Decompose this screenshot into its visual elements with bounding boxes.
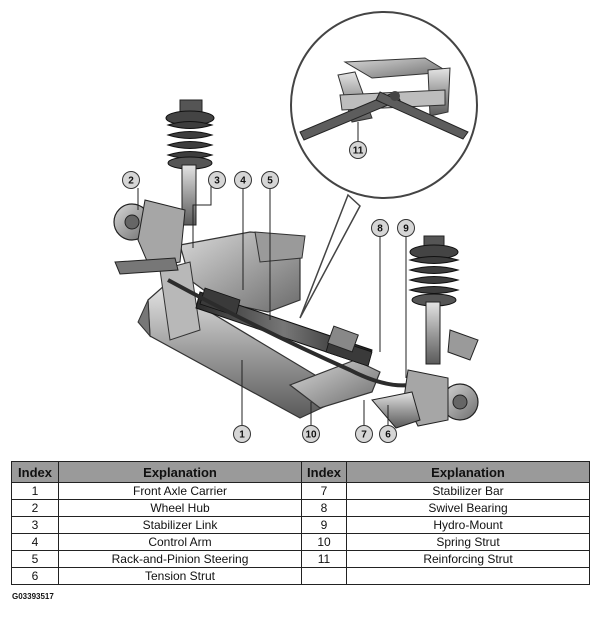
explanation-cell: Rack-and-Pinion Steering [58, 550, 302, 568]
callout-circle [261, 171, 279, 189]
callout-circle [208, 171, 226, 189]
callout-9: 9 [397, 219, 415, 237]
callout-number: 6 [385, 430, 391, 441]
index-cell: 8 [301, 499, 347, 517]
header-explanation-right: Explanation [346, 461, 590, 483]
callout-2: 2 [122, 171, 140, 189]
legend-header-row: Index Explanation Index Explanation [11, 461, 590, 483]
table-row: 6 Tension Strut [11, 567, 590, 585]
callout-number: 1 [239, 430, 245, 441]
explanation-cell: Stabilizer Link [58, 516, 302, 534]
callout-10: 10 [302, 425, 320, 443]
legend-table: Index Explanation Index Explanation 1 Fr… [11, 461, 590, 585]
explanation-cell: Front Axle Carrier [58, 482, 302, 500]
callout-circle [379, 425, 397, 443]
explanation-cell: Wheel Hub [58, 499, 302, 517]
callout-circle [371, 219, 389, 237]
callout-number: 4 [240, 176, 246, 187]
callout-number: 9 [403, 224, 409, 235]
explanation-cell: Hydro-Mount [346, 516, 590, 534]
callout-circle [349, 141, 367, 159]
callout-number: 3 [214, 176, 220, 187]
table-row: 4 Control Arm 10 Spring Strut [11, 533, 590, 551]
suspension-diagram: 1 2 3 4 5 6 7 8 9 10 11 [113, 11, 479, 443]
explanation-cell: Swivel Bearing [346, 499, 590, 517]
table-row: 2 Wheel Hub 8 Swivel Bearing [11, 499, 590, 517]
callout-1: 1 [233, 425, 251, 443]
callout-number: 2 [128, 176, 134, 187]
diagram-svg: 1 2 3 4 5 6 7 8 9 10 11 [113, 11, 479, 443]
callout-circle [397, 219, 415, 237]
callout-circle [355, 425, 373, 443]
explanation-cell: Tension Strut [58, 567, 302, 585]
callout-5: 5 [261, 171, 279, 189]
explanation-cell: Stabilizer Bar [346, 482, 590, 500]
stabilizer-bar-graphic [167, 278, 411, 388]
index-cell: 10 [301, 533, 347, 551]
callout-number: 8 [377, 224, 383, 235]
reinforcing-strut-detail [299, 57, 469, 141]
header-index-right: Index [301, 461, 347, 483]
explanation-cell [346, 567, 590, 585]
explanation-cell: Spring Strut [346, 533, 590, 551]
index-cell: 3 [11, 516, 59, 534]
index-cell: 5 [11, 550, 59, 568]
right-strut-graphic [371, 235, 479, 429]
index-cell: 4 [11, 533, 59, 551]
table-row: 3 Stabilizer Link 9 Hydro-Mount [11, 516, 590, 534]
callout-number: 5 [267, 176, 273, 187]
callout-number: 11 [353, 146, 364, 157]
header-explanation-left: Explanation [58, 461, 302, 483]
callout-number: 7 [361, 430, 367, 441]
explanation-cell: Reinforcing Strut [346, 550, 590, 568]
index-cell: 11 [301, 550, 347, 568]
callout-labels: 1 2 3 4 5 6 7 8 9 10 11 [122, 141, 415, 443]
callout-8: 8 [371, 219, 389, 237]
callout-number: 10 [305, 430, 317, 441]
figure-id: G03393517 [12, 592, 54, 601]
callout-6: 6 [379, 425, 397, 443]
callout-4: 4 [234, 171, 252, 189]
callout-7: 7 [355, 425, 373, 443]
index-cell [301, 567, 347, 585]
table-row: 5 Rack-and-Pinion Steering 11 Reinforcin… [11, 550, 590, 568]
index-cell: 1 [11, 482, 59, 500]
index-cell: 2 [11, 499, 59, 517]
callout-3: 3 [208, 171, 226, 189]
callout-circle [233, 425, 251, 443]
explanation-cell: Control Arm [58, 533, 302, 551]
index-cell: 7 [301, 482, 347, 500]
detail-magnifier [290, 11, 478, 319]
left-strut-graphic [113, 99, 215, 275]
header-index-left: Index [11, 461, 59, 483]
index-cell: 6 [11, 567, 59, 585]
index-cell: 9 [301, 516, 347, 534]
callout-11: 11 [349, 141, 367, 159]
callout-circle [302, 425, 320, 443]
callout-circle [234, 171, 252, 189]
table-row: 1 Front Axle Carrier 7 Stabilizer Bar [11, 482, 590, 500]
leader-lines [137, 122, 407, 426]
callout-circle [122, 171, 140, 189]
